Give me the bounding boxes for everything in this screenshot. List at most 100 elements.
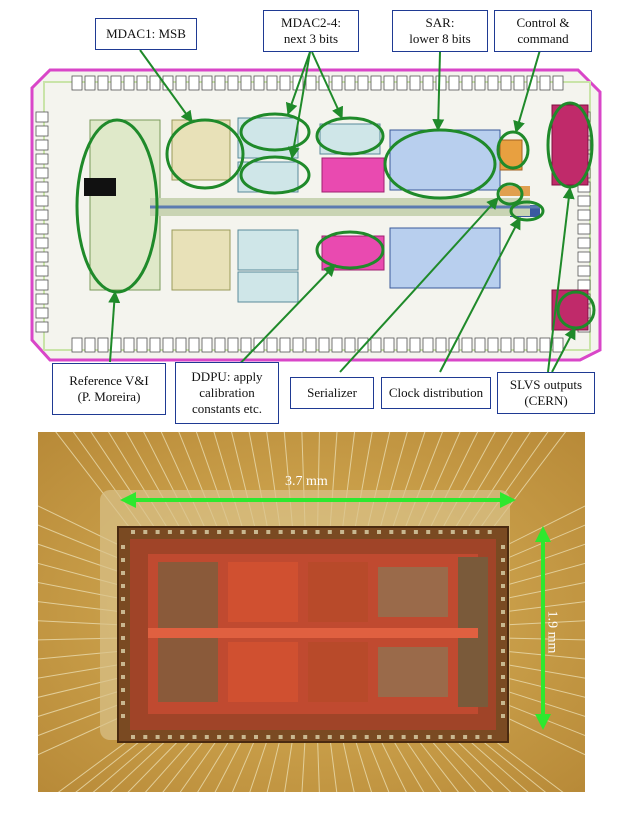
- die-pad: [389, 530, 394, 534]
- die-pad: [501, 675, 505, 679]
- bond-wire: [284, 736, 294, 792]
- ellipse-mdac4: [315, 116, 385, 156]
- ellipse-mdac2: [239, 112, 311, 152]
- bond-pad: [409, 75, 421, 91]
- die-pad: [501, 610, 505, 614]
- bond-pad: [474, 75, 486, 91]
- die-pad: [303, 530, 308, 534]
- bond-pad: [422, 337, 434, 353]
- label-ddpu: DDPU: apply calibration constants etc.: [175, 362, 279, 424]
- die-pad: [192, 735, 197, 739]
- bond-wire: [301, 736, 306, 792]
- height-dimension-arrow: [535, 526, 551, 730]
- die-pad: [121, 610, 125, 614]
- die-pad: [340, 530, 345, 534]
- bond-wire: [144, 736, 195, 792]
- die-pad: [217, 530, 222, 534]
- die-pad: [254, 530, 258, 534]
- bond-pad: [577, 251, 591, 263]
- pad-row-bottom: [71, 337, 564, 353]
- bond-wire: [179, 736, 220, 792]
- bond-pad: [305, 75, 317, 91]
- bond-wire: [452, 736, 512, 792]
- bond-wire: [502, 663, 585, 679]
- pad-column-left: [35, 111, 49, 333]
- die-pad: [254, 735, 258, 739]
- label-slvs-line1: SLVS outputs: [509, 377, 583, 392]
- die-pad: [121, 688, 125, 692]
- bond-pad: [370, 75, 382, 91]
- ellipse-control: [496, 130, 530, 170]
- die-pad: [501, 649, 505, 653]
- die-pad: [501, 558, 505, 562]
- bond-pad: [383, 337, 395, 353]
- bond-wire: [502, 581, 585, 600]
- die-pad: [413, 735, 418, 739]
- die-pad: [501, 584, 505, 588]
- bond-pad: [35, 167, 49, 179]
- label-slvs-line2: (CERN): [524, 393, 568, 408]
- bond-wire: [92, 736, 158, 792]
- bond-pad: [487, 337, 499, 353]
- die-pad: [121, 636, 125, 640]
- bond-pad: [253, 75, 265, 91]
- die-bond-pads: [121, 530, 505, 739]
- bond-pad: [396, 75, 408, 91]
- die-pad: [121, 675, 125, 679]
- bond-pad: [71, 75, 83, 91]
- bond-wire: [266, 736, 282, 792]
- bond-pad: [539, 75, 551, 91]
- bond-pad: [552, 337, 564, 353]
- bond-wire: [329, 736, 338, 792]
- die-pad: [426, 530, 431, 534]
- die-pad: [377, 735, 381, 739]
- bond-pad: [201, 337, 213, 353]
- die-pad: [501, 662, 505, 666]
- die-pad: [290, 735, 295, 739]
- bond-wires: [38, 432, 585, 792]
- die-pad: [121, 584, 125, 588]
- bond-pad: [188, 337, 200, 353]
- bond-pad: [383, 75, 395, 91]
- ellipse-mdac3: [239, 155, 311, 195]
- bond-pad: [539, 337, 551, 353]
- bond-wire: [464, 736, 529, 792]
- bond-pad: [500, 75, 512, 91]
- label-serializer: Serializer: [290, 377, 374, 409]
- die-pad: [241, 530, 246, 534]
- bond-pad: [149, 337, 161, 353]
- bond-pad: [370, 337, 382, 353]
- bond-pad: [409, 337, 421, 353]
- die-pad: [315, 735, 320, 739]
- bond-wire: [341, 736, 355, 792]
- die-pad: [352, 530, 357, 534]
- bond-pad: [97, 337, 109, 353]
- die-pad: [501, 701, 505, 705]
- die-pad: [290, 530, 295, 534]
- chip-layout-drawing: [30, 49, 602, 373]
- bond-pad: [227, 75, 239, 91]
- die-pad: [463, 735, 468, 739]
- label-slvs: SLVS outputs (CERN): [497, 372, 595, 414]
- die-pad: [303, 735, 308, 739]
- bond-pad: [500, 337, 512, 353]
- die-pad: [167, 735, 172, 739]
- bond-pad: [266, 337, 278, 353]
- bond-pad: [35, 223, 49, 235]
- bond-pad: [526, 337, 538, 353]
- bond-pad: [35, 321, 49, 333]
- die-pad: [121, 701, 125, 705]
- bond-pad: [577, 209, 591, 221]
- bond-pad: [35, 237, 49, 249]
- die-pad: [278, 735, 283, 739]
- bond-pad: [227, 337, 239, 353]
- width-dimension-label: 3.7 mm: [285, 474, 328, 489]
- die-pad: [121, 545, 125, 549]
- bond-pad: [344, 75, 356, 91]
- bond-pad: [357, 75, 369, 91]
- die-pad: [475, 530, 480, 534]
- die-pad: [167, 530, 172, 534]
- bond-pad: [35, 195, 49, 207]
- die-pad: [204, 735, 209, 739]
- bond-wire: [231, 736, 257, 792]
